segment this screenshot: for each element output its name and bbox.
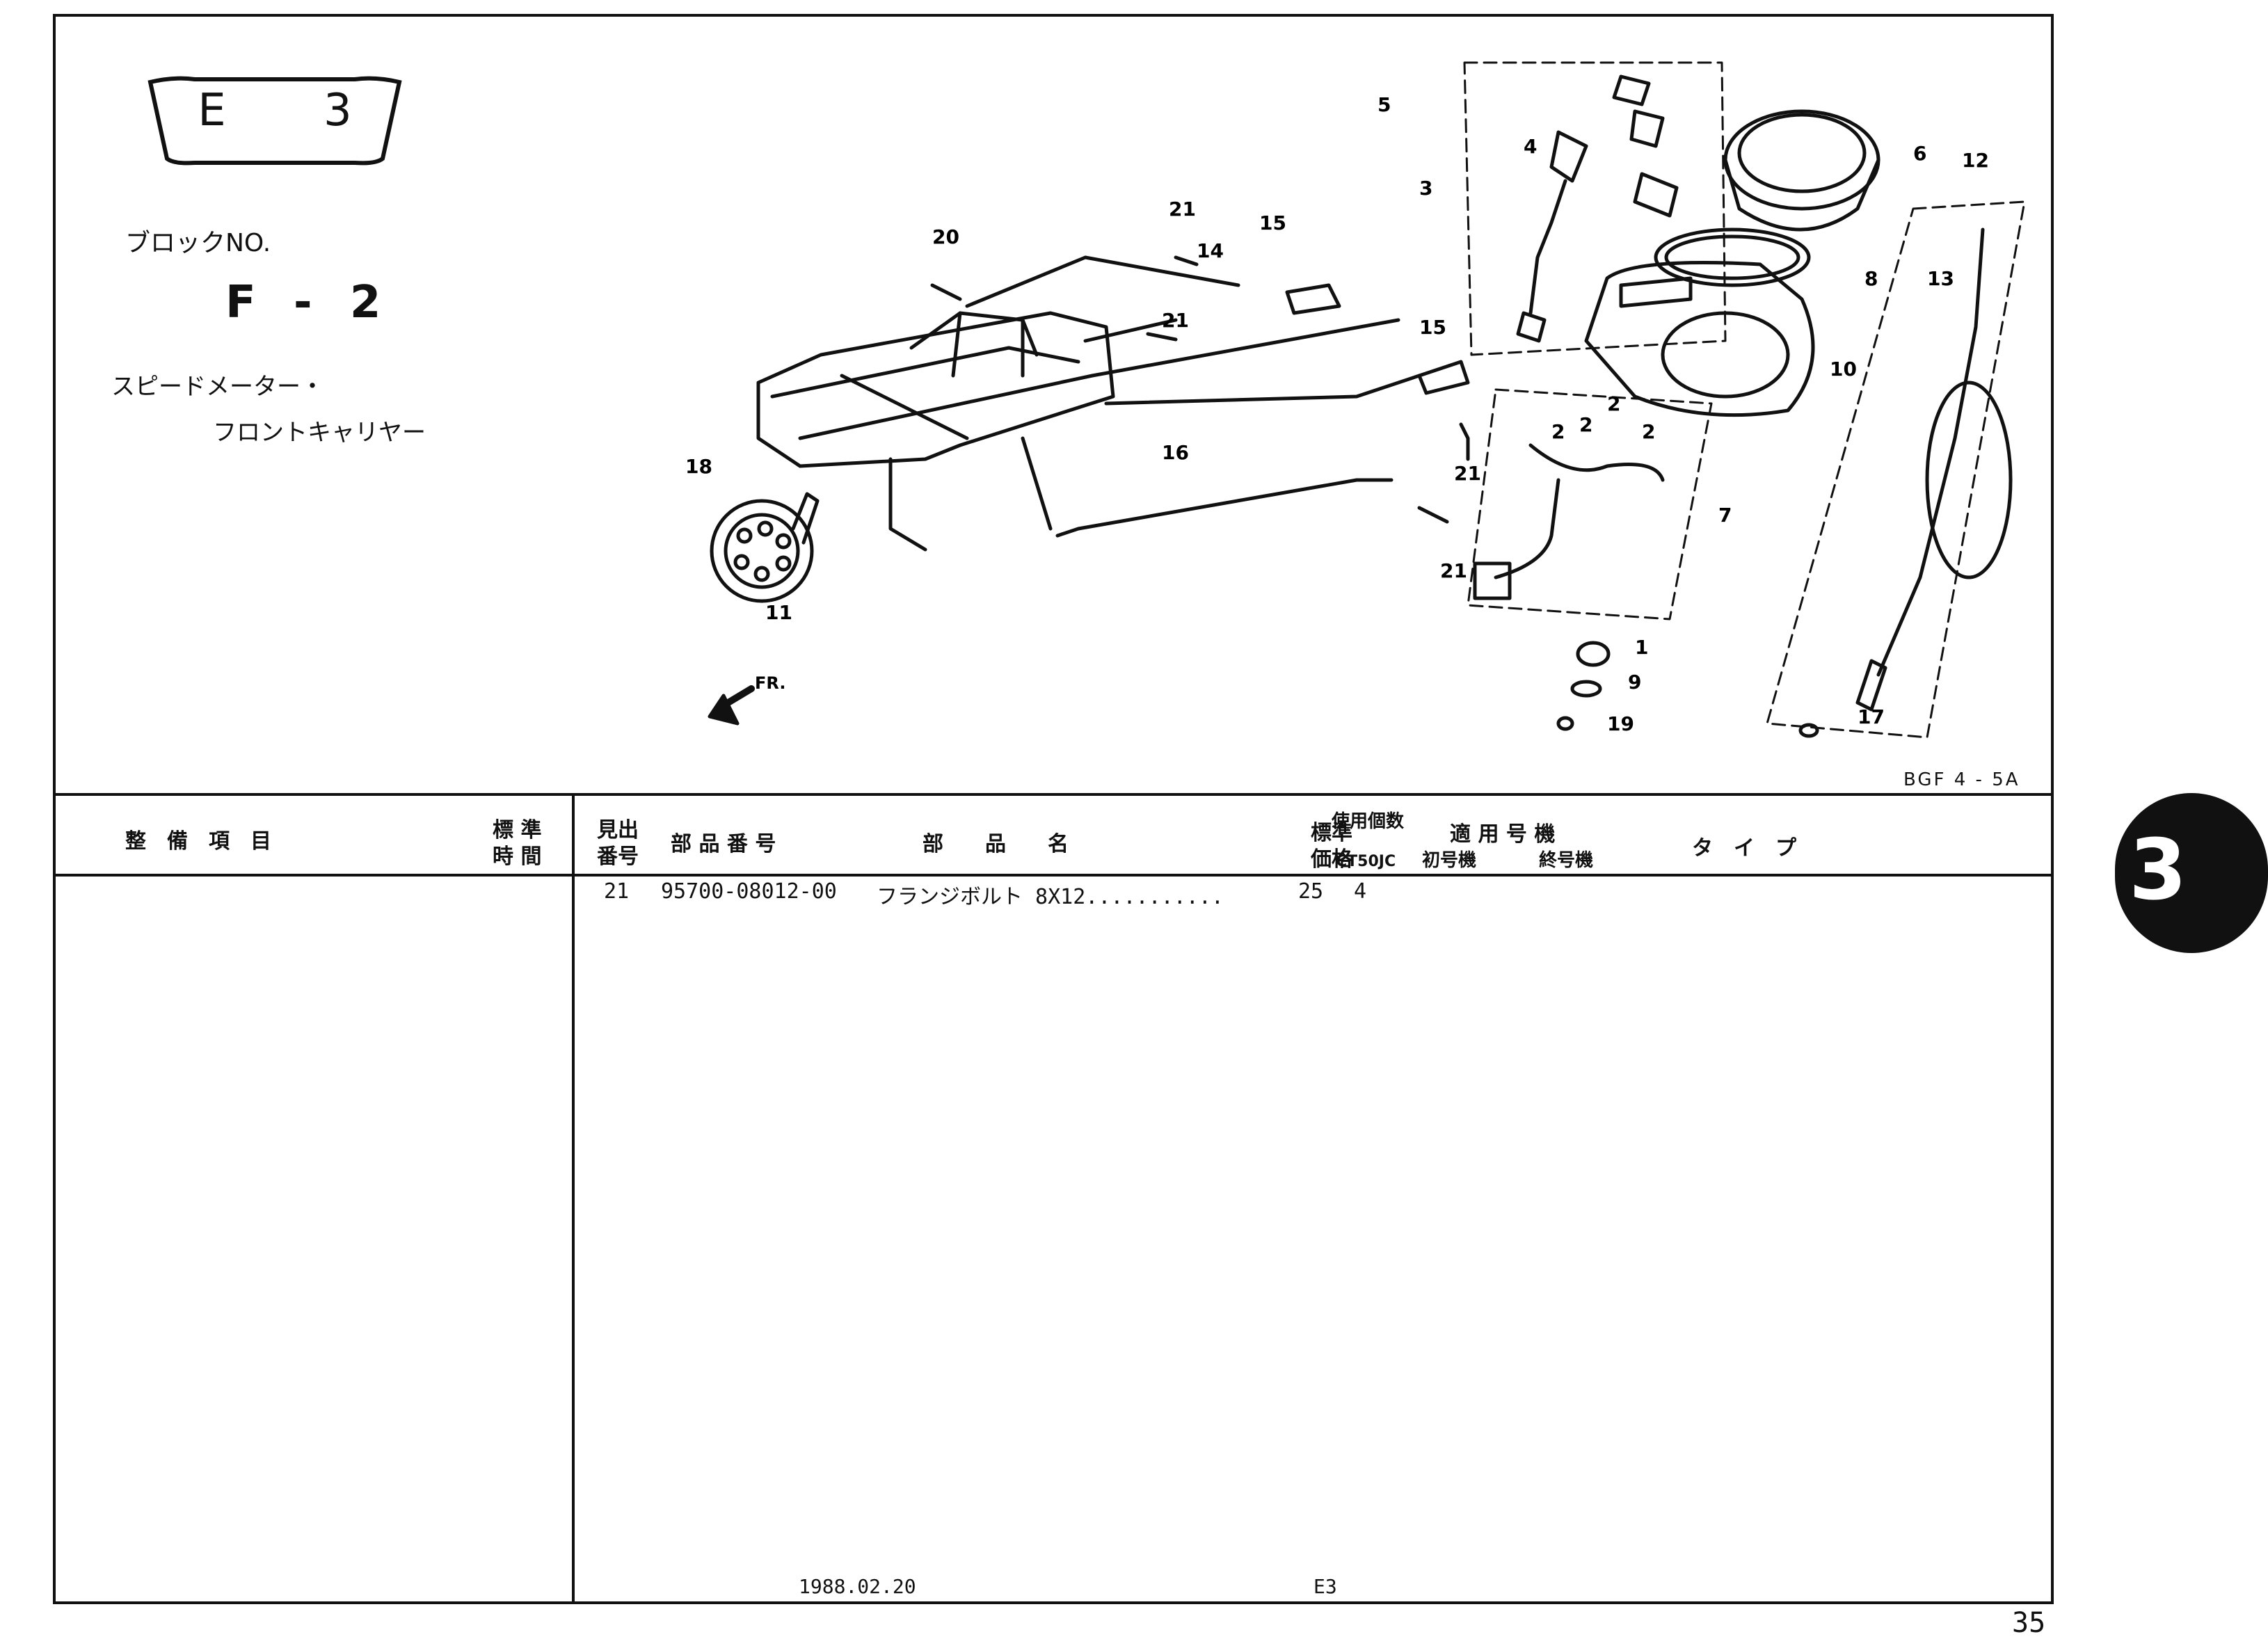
callout-21c: 21 [1454, 462, 1481, 485]
page-title-line1: スピードメーター・ [111, 373, 324, 401]
grip-15b [1417, 360, 1470, 395]
header-service-item: 整 備 項 目 [125, 829, 271, 854]
header-first-serial: 初号機 [1422, 850, 1477, 871]
bolt-21c [1459, 422, 1470, 461]
table-header-rule [53, 874, 2054, 877]
callout-21d: 21 [1440, 559, 1467, 582]
callout-2a: 2 [1607, 392, 1620, 415]
row-1-price: 25 [1298, 879, 1324, 904]
section-badge-icon [147, 76, 402, 166]
callout-9: 9 [1628, 671, 1641, 694]
callout-5: 5 [1377, 93, 1391, 116]
row-1-ref: 21 [604, 879, 630, 904]
callout-4: 4 [1524, 135, 1537, 158]
callout-13: 13 [1927, 267, 1954, 290]
callout-7: 7 [1718, 504, 1732, 527]
header-std-time-2: 時 間 [493, 845, 542, 869]
callout-12: 12 [1962, 149, 1989, 172]
footer-model: E3 [1313, 1575, 1337, 1598]
callout-21a: 21 [1169, 198, 1196, 221]
footer-date: 1988.02.20 [799, 1575, 916, 1598]
row-1-part-name: フランジボルト 8X12........... [877, 885, 1224, 909]
header-price-1: 標準 [1311, 821, 1352, 845]
header-qty: 使用個数 [1332, 811, 1405, 832]
page-number: 35 [2012, 1607, 2046, 1639]
page-title-line2: フロントキャリヤー [213, 419, 426, 447]
callout-10: 10 [1830, 358, 1857, 381]
callout-11: 11 [765, 601, 792, 624]
header-ref-no-1: 見出 [597, 818, 639, 842]
header-std-time-1: 標 準 [493, 818, 542, 842]
block-number: F - 2 [225, 277, 392, 328]
header-model: CT50JC [1336, 853, 1396, 870]
table-column-divider [572, 793, 575, 1604]
callout-2d: 2 [1551, 420, 1565, 443]
front-carrier-drawing [756, 255, 1421, 552]
callout-20: 20 [932, 225, 959, 248]
callout-21b: 21 [1162, 309, 1189, 332]
callout-14: 14 [1197, 239, 1224, 262]
block-label: ブロックNO. [125, 229, 271, 257]
callout-15b: 15 [1419, 316, 1446, 339]
callout-19: 19 [1607, 712, 1634, 735]
side-tab-label: 3 [2129, 822, 2187, 919]
table-top-rule [53, 793, 2054, 796]
callout-1: 1 [1635, 636, 1648, 659]
callout-3: 3 [1419, 177, 1432, 200]
bolt-21a [1174, 255, 1199, 266]
callout-2c: 2 [1642, 420, 1655, 443]
header-part-number: 部 品 番 号 [671, 832, 776, 856]
callout-2b: 2 [1579, 413, 1592, 436]
callout-17: 17 [1858, 705, 1885, 728]
header-price-2: 価格 [1311, 847, 1352, 872]
callout-16: 16 [1162, 441, 1189, 464]
section-badge-text: E 3 [198, 85, 394, 136]
header-last-serial: 終号機 [1539, 850, 1594, 871]
row-1-part-number: 95700-08012-00 [661, 879, 837, 904]
header-part-name: 部 品 名 [923, 832, 1069, 856]
row-1-qty: 4 [1354, 879, 1367, 904]
parts-diagram: 5 4 3 6 12 13 8 10 2 2 2 2 7 1 9 19 17 2… [685, 61, 2026, 739]
grip-15a [1285, 283, 1341, 315]
header-applicable: 適 用 号 機 [1450, 822, 1556, 847]
horn-drawing [710, 492, 820, 603]
page-frame [53, 14, 2054, 1604]
callout-18: 18 [685, 455, 712, 478]
diagram-ref-code: BGF 4 - 5A [1903, 769, 2020, 790]
direction-label: FR. [755, 673, 785, 693]
bolt-21d [1417, 506, 1449, 524]
bolt-20 [930, 283, 962, 301]
header-type: タ イ プ [1692, 836, 1796, 861]
callout-15a: 15 [1259, 211, 1286, 234]
bolt-21b [1146, 332, 1178, 342]
callout-6: 6 [1913, 142, 1926, 165]
header-ref-no-2: 番号 [597, 845, 639, 869]
callout-8: 8 [1864, 267, 1878, 290]
section-side-tab: 3 [2115, 793, 2268, 953]
